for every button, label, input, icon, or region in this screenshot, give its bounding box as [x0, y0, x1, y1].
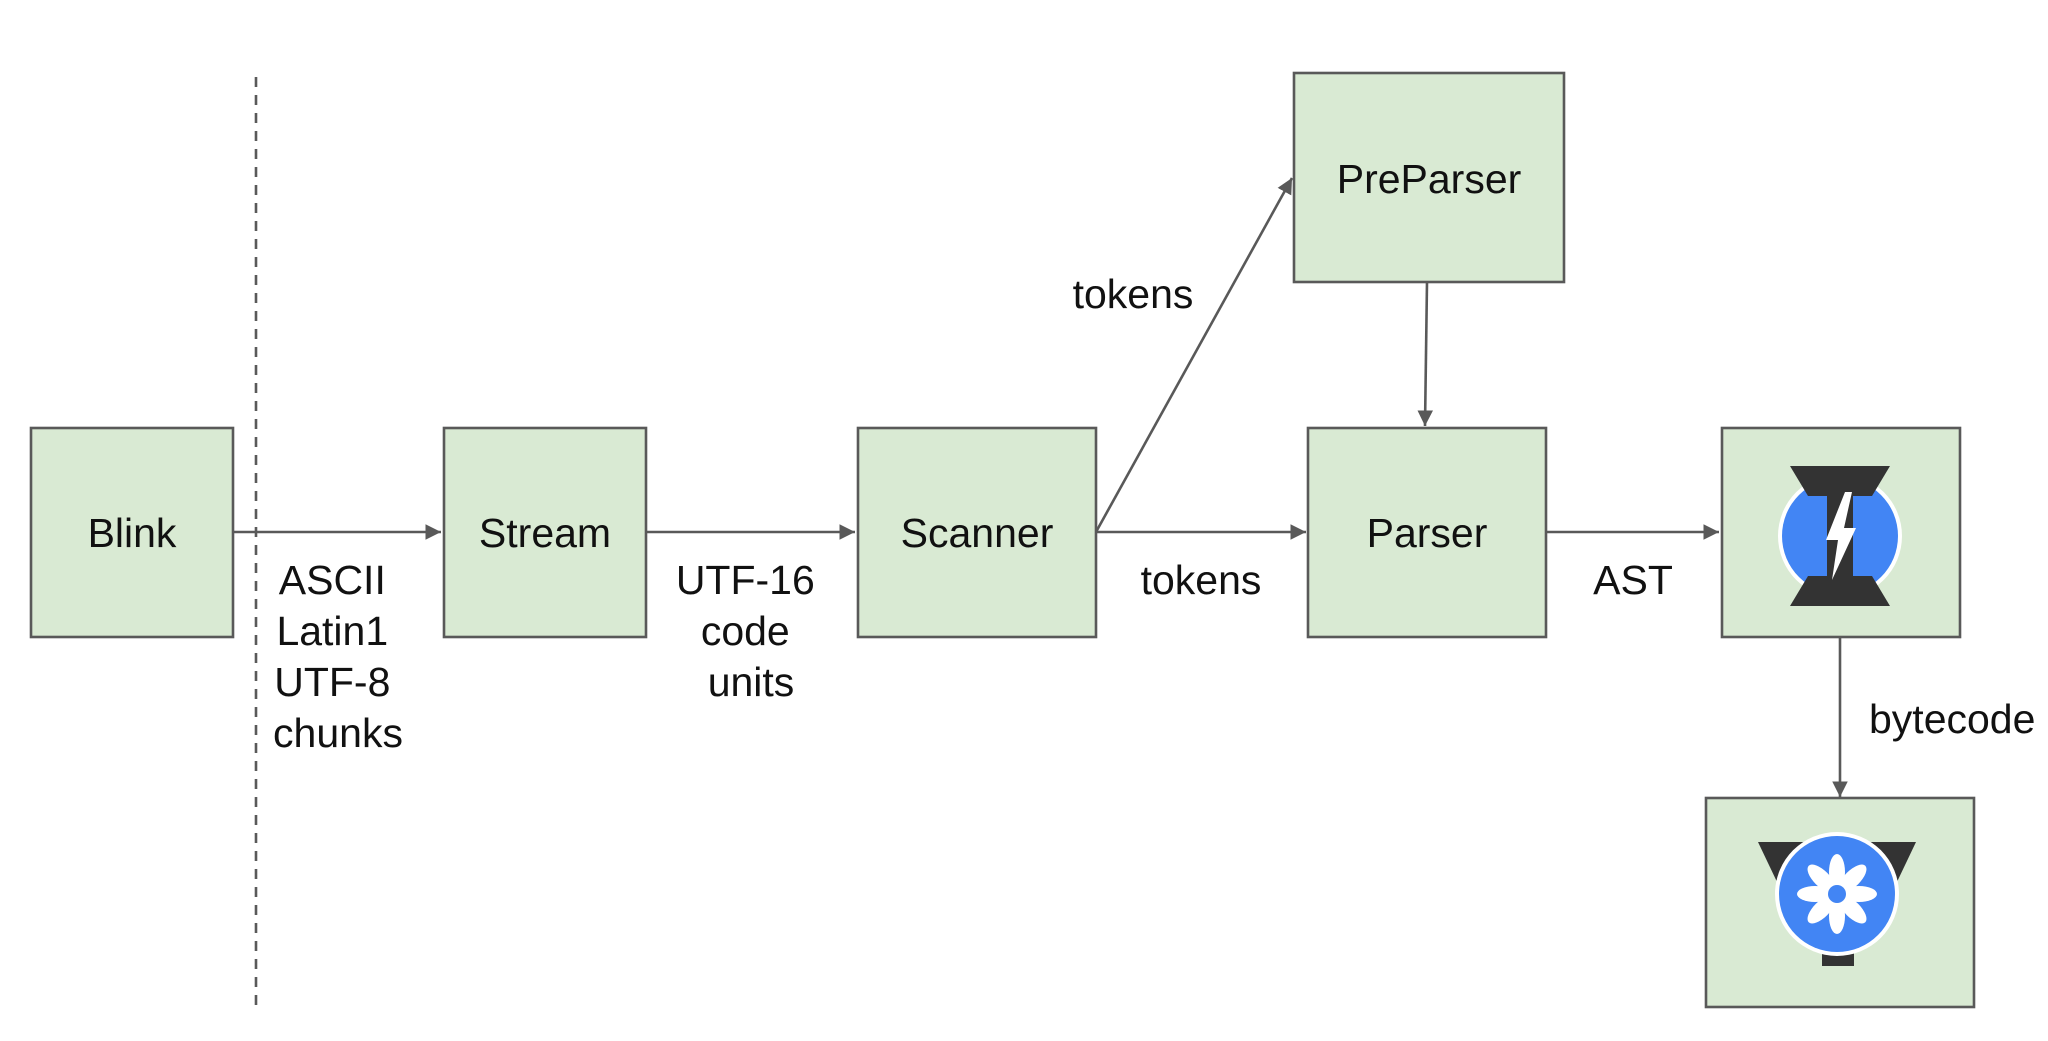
node-stream-box — [442, 426, 648, 639]
edge-label-scanner-preparser: tokens — [1073, 271, 1194, 317]
node-preparser-label: PreParser — [1337, 156, 1522, 202]
turbofan-logo-icon — [1758, 832, 1916, 966]
node-stream-label: Stream — [479, 510, 611, 556]
edge-label-parser-ignition: AST — [1593, 557, 1673, 603]
edge-label-scanner-parser: tokens — [1141, 557, 1262, 603]
node-blink-box — [29, 426, 235, 639]
edge-label-stream-scanner: UTF-16 code units — [676, 557, 826, 705]
node-scanner-label: Scanner — [901, 510, 1054, 556]
node-parser-label: Parser — [1367, 510, 1488, 556]
node-preparser-box — [1292, 71, 1566, 284]
node-parser-box — [1306, 426, 1548, 639]
node-turbofan — [1704, 796, 1976, 1009]
node-blink-label: Blink — [88, 510, 177, 556]
edge-label-blink-stream: ASCII Latin1 UTF-8 chunks — [273, 557, 403, 756]
ignition-logo-icon — [1778, 466, 1902, 606]
node-preparser: PreParser — [1292, 71, 1566, 284]
edge-preparser-parser — [1417, 281, 1434, 427]
node-parser: Parser — [1306, 426, 1548, 639]
edge-scanner-preparser — [1094, 177, 1294, 533]
node-scanner: Scanner — [856, 426, 1098, 639]
node-stream: Stream — [442, 426, 648, 639]
node-blink: Blink — [29, 426, 235, 639]
node-scanner-box — [856, 426, 1098, 639]
node-ignition — [1720, 426, 1962, 639]
edge-label-ignition-turbofan: bytecode — [1869, 696, 2035, 742]
